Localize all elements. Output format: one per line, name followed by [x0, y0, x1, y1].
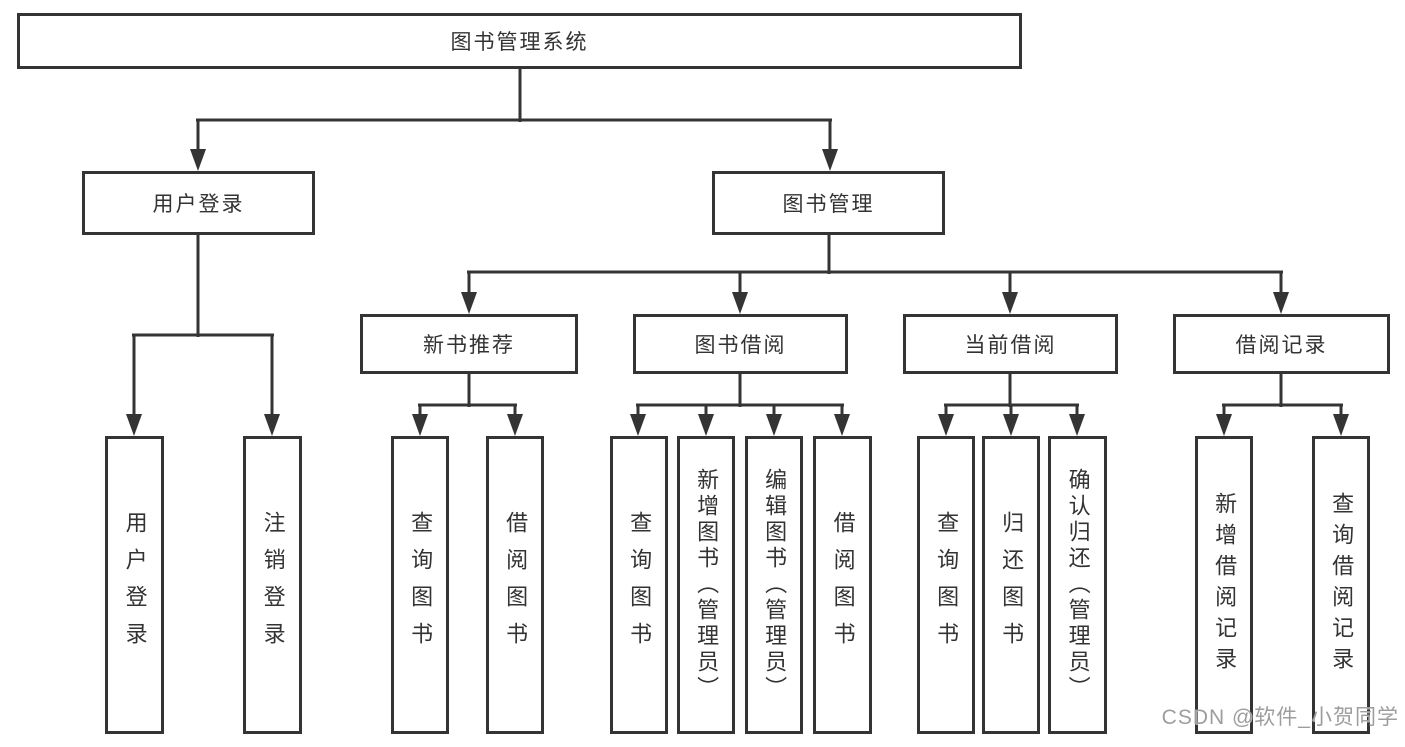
leaf-confirm-return-admin-label: 确认归还（管理员）: [1065, 468, 1091, 702]
leaf-borrow-books-recommend: 借阅图书: [486, 436, 544, 734]
leaf-edit-books-admin: 编辑图书（管理员）: [745, 436, 803, 734]
node-root-system: 图书管理系统: [17, 13, 1022, 69]
node-borrow-records: 借阅记录: [1173, 314, 1390, 374]
node-user-login: 用户登录: [82, 171, 315, 235]
leaf-borrow-books-label: 借阅图书: [830, 511, 856, 659]
leaf-return-books: 归还图书: [982, 436, 1040, 734]
leaf-user-login-label: 用户登录: [122, 511, 148, 659]
leaf-user-login: 用户登录: [105, 436, 164, 734]
leaf-add-borrow-record: 新增借阅记录: [1195, 436, 1253, 734]
leaf-query-books-current-label: 查询图书: [934, 511, 960, 659]
csdn-watermark: CSDN @软件_小贺同学: [1161, 706, 1399, 729]
leaf-logout: 注销登录: [243, 436, 302, 734]
leaf-query-books-recommend: 查询图书: [391, 436, 449, 734]
leaf-query-books-borrow: 查询图书: [610, 436, 668, 734]
leaf-borrow-books-recommend-label: 借阅图书: [503, 511, 529, 659]
arrowheads: [126, 149, 1349, 436]
node-new-book-recommend: 新书推荐: [360, 314, 578, 374]
leaf-add-borrow-record-label: 新增借阅记录: [1212, 492, 1238, 678]
leaf-add-books-admin: 新增图书（管理员）: [677, 436, 735, 734]
leaf-logout-label: 注销登录: [260, 511, 286, 659]
leaf-query-books-borrow-label: 查询图书: [627, 511, 653, 659]
leaf-add-books-admin-label: 新增图书（管理员）: [694, 468, 720, 702]
leaf-borrow-books: 借阅图书: [813, 436, 872, 734]
leaf-query-borrow-record: 查询借阅记录: [1312, 436, 1370, 734]
leaf-query-books-recommend-label: 查询图书: [408, 511, 434, 659]
node-book-management: 图书管理: [712, 171, 945, 235]
leaf-query-borrow-record-label: 查询借阅记录: [1329, 492, 1355, 678]
leaf-edit-books-admin-label: 编辑图书（管理员）: [762, 468, 788, 702]
leaf-return-books-label: 归还图书: [999, 511, 1025, 659]
leaf-query-books-current: 查询图书: [917, 436, 975, 734]
node-current-borrow: 当前借阅: [903, 314, 1118, 374]
node-book-borrow: 图书借阅: [633, 314, 848, 374]
leaf-confirm-return-admin: 确认归还（管理员）: [1048, 436, 1107, 734]
